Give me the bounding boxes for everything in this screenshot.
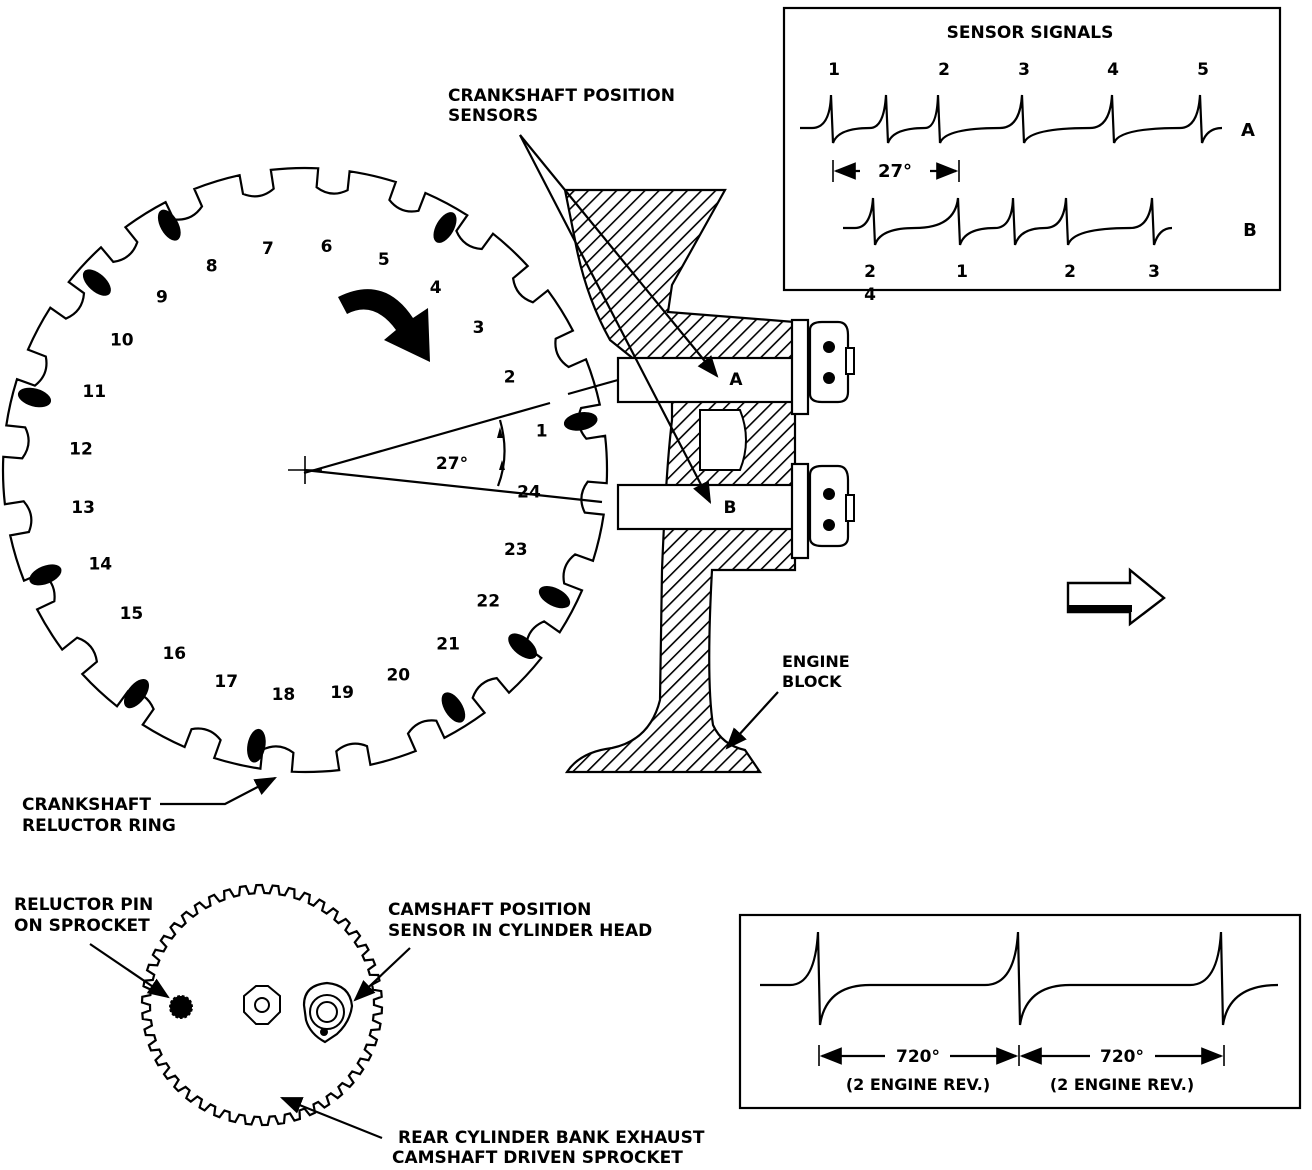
angle-label: 27° bbox=[436, 454, 468, 474]
crank-sensors-label-line-1: CRANKSHAFT POSITION bbox=[448, 86, 675, 106]
ring-number-4: 4 bbox=[430, 278, 442, 298]
offset-dimension: 27° bbox=[832, 160, 960, 182]
ring-number-19: 19 bbox=[330, 683, 354, 703]
ring-number-5: 5 bbox=[378, 250, 390, 270]
sensor-b-flange bbox=[790, 462, 810, 560]
cam-interval-note-1: (2 ENGINE REV.) bbox=[846, 1075, 990, 1094]
pulse-a-label-1: 1 bbox=[828, 60, 840, 80]
sensor-a-body bbox=[616, 356, 796, 404]
sensor-b-label: B bbox=[724, 498, 737, 518]
cam-interval-1: 720° bbox=[896, 1047, 940, 1067]
ring-number-10: 10 bbox=[110, 330, 134, 350]
sensor-a-label: A bbox=[729, 370, 743, 390]
angle-ray-a bbox=[303, 401, 551, 475]
leader-to-sprocket bbox=[279, 1096, 383, 1140]
ring-number-3: 3 bbox=[473, 318, 485, 338]
ring-number-15: 15 bbox=[120, 604, 144, 624]
row-a-label: A bbox=[1241, 120, 1255, 141]
reluctor-pin-icon bbox=[169, 995, 193, 1019]
ring-number-11: 11 bbox=[82, 382, 106, 402]
reluctor-mark-4 bbox=[82, 269, 111, 296]
leader-to-reluctor-ring bbox=[160, 776, 277, 806]
next-arrow-icon bbox=[1066, 567, 1166, 627]
ring-number-17: 17 bbox=[214, 672, 238, 692]
pulse-a-label-5: 5 bbox=[1197, 60, 1209, 80]
sprocket-label-line-1: REAR CYLINDER BANK EXHAUST bbox=[398, 1128, 705, 1148]
reluctor-mark-7 bbox=[123, 678, 150, 709]
ring-number-23: 23 bbox=[504, 540, 528, 560]
ring-number-14: 14 bbox=[88, 554, 112, 574]
ring-number-1: 1 bbox=[536, 421, 548, 441]
leader-to-engine-block bbox=[725, 691, 779, 750]
cam-interval-2: 720° bbox=[1100, 1047, 1144, 1067]
cam-sensor-label-line-2: SENSOR IN CYLINDER HEAD bbox=[388, 921, 652, 941]
reluctor-mark-5 bbox=[17, 387, 52, 408]
engine-block-label-line-2: BLOCK bbox=[782, 672, 842, 691]
engine-block-label-line-1: ENGINE bbox=[782, 652, 850, 671]
sensor-b-connector bbox=[808, 464, 850, 548]
rotation-arrow-icon bbox=[338, 289, 430, 362]
offset-label: 27° bbox=[878, 161, 912, 182]
sensor-a-connector bbox=[808, 320, 850, 404]
reluctor-mark-3 bbox=[157, 209, 181, 241]
ring-number-13: 13 bbox=[71, 498, 95, 518]
reluctor-mark-10 bbox=[508, 633, 537, 659]
pulse-b-label-2: 1 bbox=[956, 262, 968, 282]
sensor-signals-title: SENSOR SIGNALS bbox=[947, 23, 1114, 43]
cam-signal-trace bbox=[760, 931, 1279, 1026]
ring-number-8: 8 bbox=[206, 256, 218, 276]
pin-label-line-1: RELUCTOR PIN bbox=[14, 895, 153, 915]
reluctor-mark-6 bbox=[29, 564, 62, 586]
leader-to-sensor-b bbox=[519, 134, 712, 504]
cam-sprocket bbox=[140, 883, 384, 1127]
ring-number-22: 22 bbox=[476, 592, 500, 612]
reluctor-mark-9 bbox=[441, 692, 466, 723]
reluctor-mark-1 bbox=[563, 412, 598, 431]
reluctor-mark-11 bbox=[538, 585, 571, 609]
ring-number-12: 12 bbox=[69, 439, 93, 459]
signal-trace-b bbox=[843, 197, 1173, 246]
reluctor-ring-label-line-1: CRANKSHAFT bbox=[22, 795, 151, 815]
sensor-signals-panel: SENSOR SIGNALS 1 2 3 4 5 A 27° B 2 4 1 2… bbox=[782, 6, 1282, 305]
leader-to-reluctor-pin bbox=[89, 943, 170, 999]
sprocket-outline bbox=[140, 883, 384, 1127]
signal-trace-a bbox=[800, 94, 1223, 144]
ring-number-7: 7 bbox=[262, 239, 274, 259]
leader-to-cam-sensor bbox=[353, 947, 411, 1002]
cam-sensor-body bbox=[302, 981, 354, 1044]
leader-to-sensor-a bbox=[519, 134, 719, 378]
crank-sensors-label-line-2: SENSORS bbox=[448, 106, 538, 126]
ring-number-21: 21 bbox=[436, 635, 460, 655]
ring-number-9: 9 bbox=[156, 287, 168, 307]
angle-ray-b bbox=[303, 468, 603, 504]
ring-number-20: 20 bbox=[386, 666, 410, 686]
sensor-a-flange bbox=[790, 318, 810, 416]
reluctor-ring-label-line-2: RELUCTOR RING bbox=[22, 816, 176, 836]
cam-sensor-label-line-1: CAMSHAFT POSITION bbox=[388, 900, 591, 920]
ring-number-6: 6 bbox=[321, 237, 333, 257]
cam-signal-panel: 720° 720° (2 ENGINE REV.) (2 ENGINE REV.… bbox=[738, 913, 1302, 1110]
reluctor-mark-8 bbox=[247, 728, 266, 763]
pulse-b-label-3: 2 bbox=[1064, 262, 1076, 282]
row-b-label: B bbox=[1243, 220, 1257, 241]
pin-label-line-2: ON SPROCKET bbox=[14, 916, 150, 936]
pulse-a-label-2: 2 bbox=[938, 60, 950, 80]
pulse-b-label-4: 3 bbox=[1148, 262, 1160, 282]
pulse-a-label-4: 4 bbox=[1107, 60, 1119, 80]
ring-number-2: 2 bbox=[504, 368, 516, 388]
reluctor-ring-outline bbox=[1, 166, 609, 774]
pulse-b-sublabel: 4 bbox=[864, 285, 876, 305]
pulse-b-label-1: 2 bbox=[864, 262, 876, 282]
sensor-b-body bbox=[616, 483, 796, 531]
pulse-a-label-3: 3 bbox=[1018, 60, 1030, 80]
angle-arc bbox=[496, 419, 506, 487]
reluctor-mark-2 bbox=[433, 212, 457, 243]
ring-number-18: 18 bbox=[272, 685, 296, 705]
sprocket-label-line-2: CAMSHAFT DRIVEN SPROCKET bbox=[392, 1148, 683, 1168]
ring-number-16: 16 bbox=[162, 644, 186, 664]
cam-interval-note-2: (2 ENGINE REV.) bbox=[1050, 1075, 1194, 1094]
ring-number-24: 24 bbox=[517, 483, 541, 503]
